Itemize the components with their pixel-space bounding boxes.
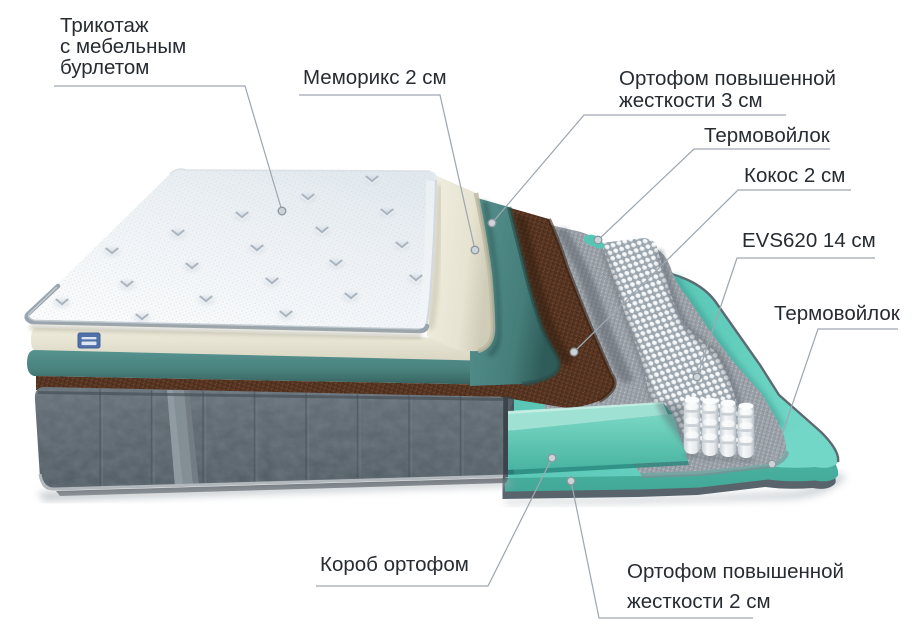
- svg-text:Ортофом повышенной: Ортофом повышенной: [627, 560, 844, 583]
- svg-text:Меморикс 2 см: Меморикс 2 см: [303, 66, 447, 89]
- svg-text:бурлетом: бурлетом: [60, 56, 149, 79]
- svg-text:Термовойлок: Термовойлок: [774, 302, 901, 325]
- svg-text:с мебельным: с мебельным: [60, 35, 186, 58]
- svg-text:EVS620 14 см: EVS620 14 см: [742, 229, 876, 252]
- svg-text:Трикотаж: Трикотаж: [60, 14, 149, 37]
- svg-text:Короб ортофом: Короб ортофом: [320, 553, 469, 576]
- svg-text:Кокос 2 см: Кокос 2 см: [744, 164, 845, 187]
- svg-text:жесткости 2 см: жесткости 2 см: [627, 590, 771, 613]
- svg-text:Термовойлок: Термовойлок: [704, 124, 831, 147]
- svg-text:жесткости 3 см: жесткости 3 см: [619, 89, 763, 112]
- svg-text:Ортофом повышенной: Ортофом повышенной: [619, 67, 836, 90]
